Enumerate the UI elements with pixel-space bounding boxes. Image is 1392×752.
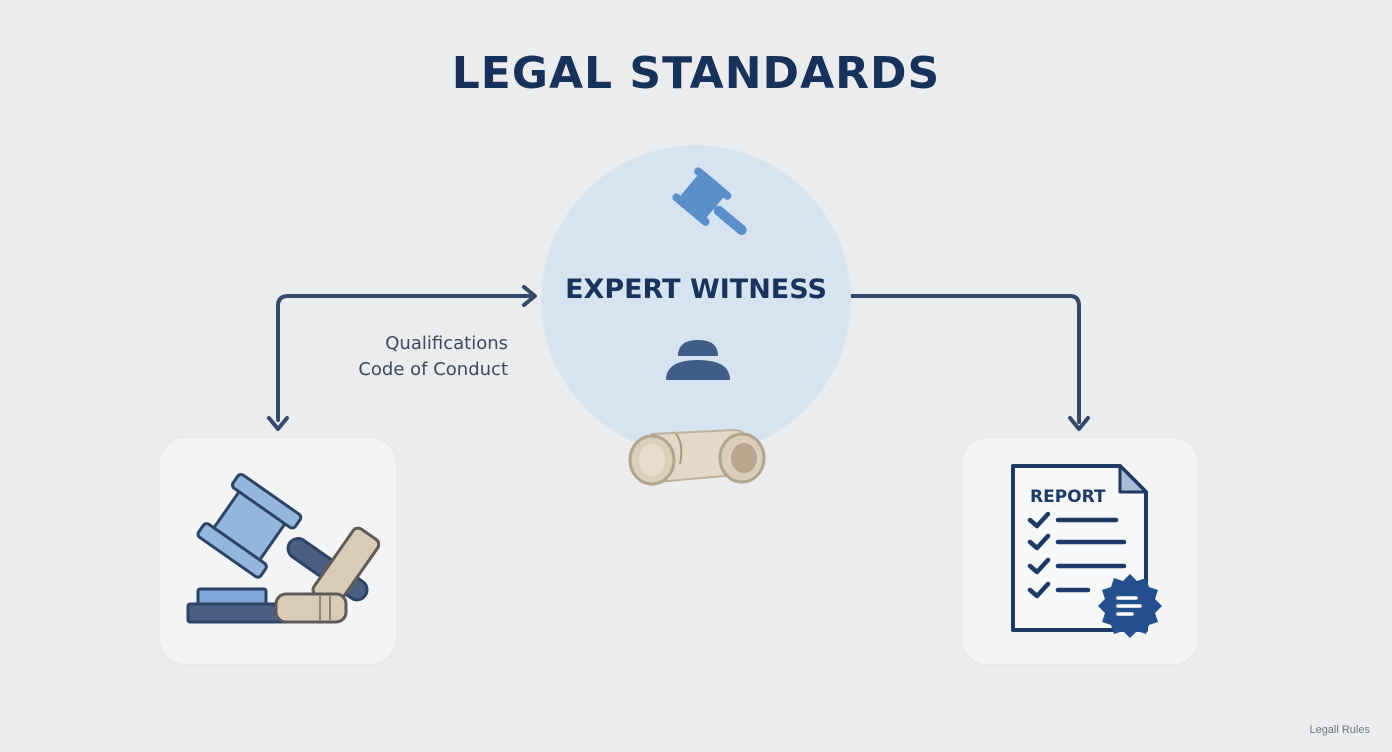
scroll-icon [628, 428, 766, 486]
code-of-conduct-label: Code of Conduct [358, 359, 508, 380]
edge-label-left: Qualifications Code of Conduct [330, 331, 508, 383]
report-checklist-icon: REPORT [1011, 464, 1162, 638]
report-label: REPORT [1030, 487, 1106, 507]
expert-witness-label: EXPERT WITNESS [565, 274, 827, 305]
gavel-icon [672, 167, 747, 236]
gavel-and-scrolls-icon [186, 472, 380, 624]
qualifications-label: Qualifications [385, 333, 508, 354]
footer-caption: Legall Rules [1309, 724, 1370, 736]
person-bust-icon [666, 340, 730, 380]
diagram-title: LEGAL STANDARDS [451, 48, 941, 99]
